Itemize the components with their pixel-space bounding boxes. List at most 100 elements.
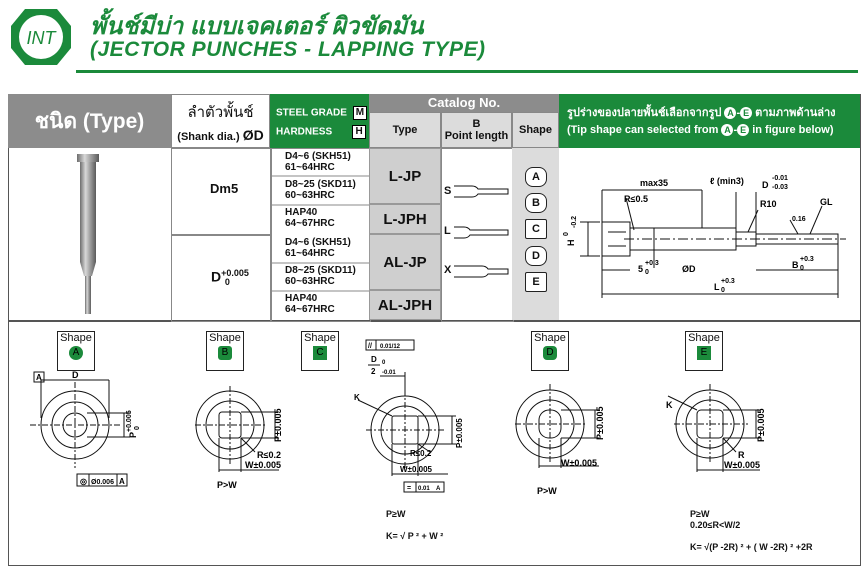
hardness-label: HARDNESS — [276, 126, 333, 138]
shape-c-drawing: // 0.01/12 D 2 0 -0.01 K P±0.005 R≤0.2 W… — [354, 339, 464, 493]
svg-text:A: A — [119, 477, 125, 486]
header-col-type: Type — [369, 112, 441, 148]
title-thai: พั้นช์มีบ่า แบบเจคเตอร์ ผิวขัดมัน — [90, 13, 424, 40]
svg-text:L: L — [714, 282, 720, 292]
header-shank-thai: ลำตัวพั้นช์ — [187, 104, 254, 121]
svg-text:-0.01: -0.01 — [382, 370, 396, 376]
svg-text:0: 0 — [134, 426, 141, 430]
shape-e-icon: E — [525, 272, 547, 292]
header-tip: รูปร่างของปลายพั้นช์เลือกจากรูป A-E ตามภ… — [559, 94, 860, 148]
title-rule — [76, 70, 858, 73]
svg-text:5: 5 — [638, 264, 643, 274]
svg-text:P>W: P>W — [217, 480, 237, 490]
header-type: ชนิด (Type) — [8, 94, 171, 148]
svg-text:0: 0 — [563, 232, 570, 236]
svg-text:W±0.005: W±0.005 — [245, 460, 281, 470]
grade-row-2: D8~25 (SKD11)60~63HRC — [285, 179, 356, 201]
shape-d-drawing: P±0.005 W±0.005 P>W — [515, 384, 605, 495]
svg-text:R≤0.2: R≤0.2 — [410, 449, 432, 458]
header-shank: ลำตัวพั้นช์ (Shank dia.) ØD — [171, 94, 270, 148]
type-l-jp: L-JP — [369, 148, 441, 204]
svg-text:ØD: ØD — [682, 264, 696, 274]
shape-e-note-1: P≥W — [690, 509, 710, 519]
svg-text:Ø0.006: Ø0.006 — [91, 479, 114, 486]
svg-text:0: 0 — [645, 269, 649, 276]
svg-text:K: K — [354, 393, 360, 402]
type-l-jph: L-JPH — [369, 204, 441, 234]
svg-text:0: 0 — [721, 287, 725, 294]
header-shank-symbol: ØD — [242, 127, 264, 143]
svg-text:max35: max35 — [640, 178, 668, 188]
punch-photo — [77, 154, 99, 314]
svg-text:-0.2: -0.2 — [571, 216, 578, 228]
steel-grade-label: STEEL GRADE — [276, 107, 347, 119]
svg-text:◎: ◎ — [80, 477, 87, 486]
type-al-jph: AL-JPH — [369, 290, 441, 320]
svg-text:P>W: P>W — [537, 486, 557, 495]
logo-text: INT — [27, 28, 58, 48]
svg-text:R: R — [738, 450, 745, 460]
svg-text:0: 0 — [800, 265, 804, 272]
shapes-frame — [8, 320, 861, 566]
svg-text:K: K — [666, 400, 673, 410]
shape-e-drawing: K P±0.005 R W±0.005 — [666, 384, 766, 472]
shape-e-note-2: 0.20≤R<W/2 — [690, 520, 741, 530]
svg-text:W±0.005: W±0.005 — [561, 458, 597, 468]
point-x: X — [444, 264, 452, 276]
point-l: L — [444, 225, 451, 237]
svg-text:W±0.005: W±0.005 — [724, 460, 760, 470]
grade-row-4: D4~6 (SKH51)61~64HRC — [285, 237, 351, 259]
shape-b-icon: B — [525, 193, 547, 213]
svg-text:+0.3: +0.3 — [721, 278, 735, 285]
svg-text:R≤0.2: R≤0.2 — [257, 450, 281, 460]
svg-text:R10: R10 — [760, 199, 777, 209]
svg-text:0: 0 — [382, 360, 386, 366]
shape-c-note-1: P≥W — [386, 509, 406, 519]
svg-text:=: = — [407, 485, 411, 492]
title-english: (JECTOR PUNCHES - LAPPING TYPE) — [90, 38, 486, 61]
shape-c-icon: C — [525, 219, 547, 239]
hardness-mark: H — [352, 125, 367, 139]
svg-text:-0.03: -0.03 — [772, 184, 788, 191]
row-dm5: Dm5 — [210, 181, 239, 196]
shape-a-icon: A — [525, 167, 547, 187]
svg-text:D: D — [762, 180, 769, 190]
shape-c-note-2: K= √ P ² + W ² — [386, 531, 444, 541]
svg-text:+0.3: +0.3 — [800, 256, 814, 263]
grade-row-5: D8~25 (SKD11)60~63HRC — [285, 265, 356, 287]
punch-dimension-drawing: max35 ℓ (min3) D -0.01 -0.03 R≤0.5 R10 G… — [563, 175, 846, 298]
svg-text:D: D — [72, 370, 79, 380]
svg-text:GL: GL — [820, 197, 833, 207]
header-col-shape: Shape — [512, 112, 559, 148]
header-steel: STEEL GRADE M HARDNESS H — [270, 94, 369, 148]
svg-text:+0.3: +0.3 — [645, 260, 659, 267]
header-col-point-length: Point length — [444, 130, 509, 142]
steel-grade-mark: M — [352, 106, 367, 120]
header-shank-en: (Shank dia.) — [177, 131, 240, 143]
svg-text://: // — [368, 343, 372, 350]
type-al-jp: AL-JP — [369, 234, 441, 290]
svg-text:0.01/12: 0.01/12 — [380, 344, 401, 350]
svg-text:A: A — [36, 373, 42, 382]
grade-row-1: D4~6 (SKH51)61~64HRC — [285, 151, 351, 173]
svg-text:W±0.005: W±0.005 — [400, 465, 433, 474]
svg-text:P±0.005: P±0.005 — [756, 409, 766, 442]
svg-text:P±0.005: P±0.005 — [595, 407, 605, 440]
header-catalog: Catalog No. — [369, 94, 559, 112]
shape-a-drawing: A D P +0.005 0 ◎ Ø0.006 A — [30, 370, 141, 487]
shape-e-note-3: K= √(P -2R) ² + ( W -2R) ² +2R — [690, 542, 813, 552]
int-logo: INT — [11, 9, 71, 65]
svg-text:P±0.005: P±0.005 — [455, 418, 464, 448]
row-d: D+0.0050 — [211, 268, 249, 288]
svg-text:D: D — [371, 355, 377, 364]
svg-text:B: B — [792, 260, 799, 270]
svg-text:2: 2 — [371, 367, 376, 376]
